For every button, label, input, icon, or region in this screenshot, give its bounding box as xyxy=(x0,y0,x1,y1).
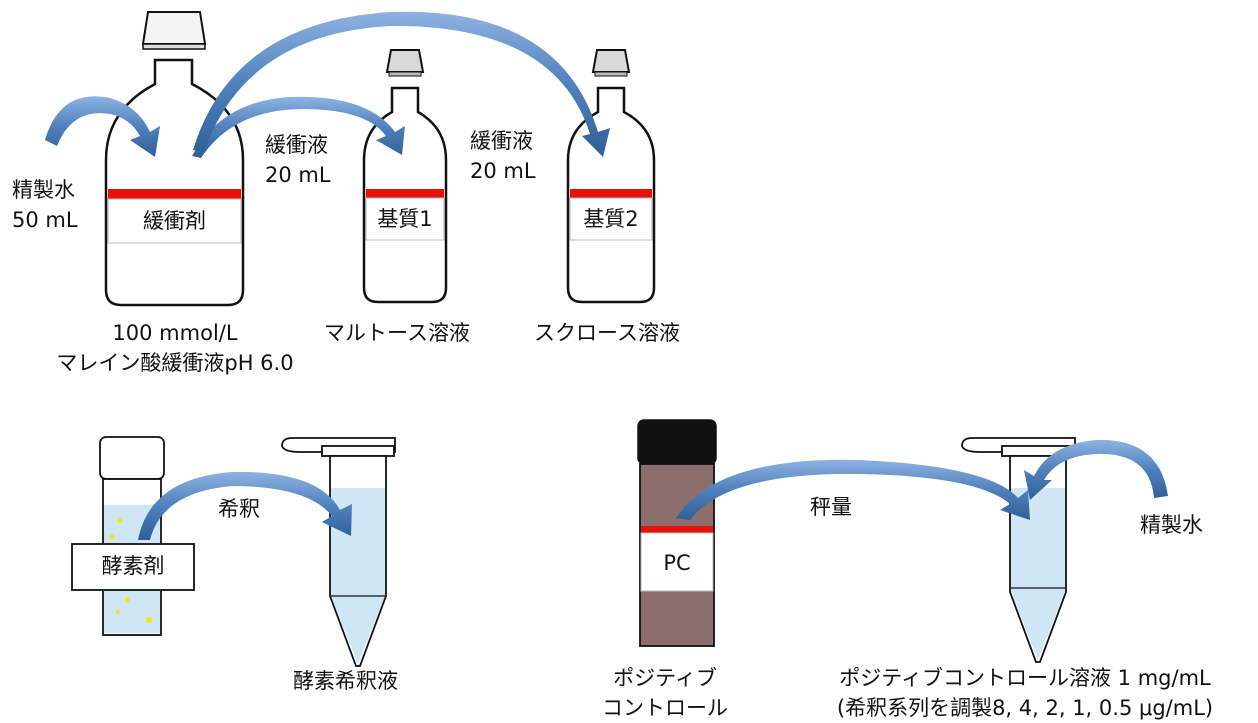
tube-icon xyxy=(281,437,396,667)
buffer-amount-label-1: 緩衝液 20 mL xyxy=(265,130,331,190)
buffer-amount-label-2: 緩衝液 20 mL xyxy=(470,126,536,186)
pc-caption: ポジティブ コントロール xyxy=(590,663,740,723)
water-label-line2: 50 mL xyxy=(12,208,78,232)
buffer-amount-label-2-line1: 緩衝液 xyxy=(470,129,533,153)
pc-solution-caption-line2: (希釈系列を調製8, 4, 2, 1, 0.5 μg/mL) xyxy=(836,696,1214,720)
tube-icon xyxy=(961,437,1076,663)
pc-vial-icon xyxy=(637,419,717,647)
substrate1-bottle-tag: 基質1 xyxy=(377,207,433,231)
pc-caption-line2: コントロール xyxy=(602,696,728,720)
buffer-bottle-tag: 緩衝剤 xyxy=(143,209,206,233)
pc-solution-caption: ポジティブコントロール溶液 1 mg/mL (希釈系列を調製8, 4, 2, 1… xyxy=(800,663,1250,723)
substrate1-bottle-icon xyxy=(362,49,448,304)
buffer-caption-line2: マレイン酸緩衝液pH 6.0 xyxy=(56,351,294,375)
enzyme-dilution-caption: 酵素希釈液 xyxy=(293,669,398,693)
enzyme-vial-tag: 酵素剤 xyxy=(101,554,165,578)
curved-arrow-icon xyxy=(138,471,352,540)
buffer-caption-line1: 100 mmol/L xyxy=(112,321,238,345)
water-label-right: 精製水 xyxy=(1140,513,1203,537)
buffer-amount-label-1-line2: 20 mL xyxy=(265,163,331,187)
buffer-amount-label-2-line2: 20 mL xyxy=(470,159,536,183)
pc-solution-caption-line1: ポジティブコントロール溶液 1 mg/mL xyxy=(839,666,1211,690)
pc-caption-line1: ポジティブ xyxy=(613,666,717,690)
enzyme-vial-icon xyxy=(71,436,195,636)
sucrose-caption: スクロース溶液 xyxy=(534,321,680,345)
buffer-amount-label-1-line1: 緩衝液 xyxy=(265,133,328,157)
pc-vial-tag: PC xyxy=(663,551,691,575)
dilute-label: 希釈 xyxy=(218,497,260,521)
weigh-label: 秤量 xyxy=(810,495,852,519)
buffer-caption: 100 mmol/L マレイン酸緩衝液pH 6.0 xyxy=(20,318,330,378)
curved-arrow-icon xyxy=(45,11,610,158)
buffer-bottle-icon xyxy=(104,11,245,307)
water-label: 精製水 50 mL xyxy=(12,175,78,235)
substrate2-bottle-tag: 基質2 xyxy=(583,207,639,231)
maltose-caption: マルトース溶液 xyxy=(324,321,470,345)
substrate2-bottle-icon xyxy=(566,49,656,304)
water-label-line1: 精製水 xyxy=(12,178,75,202)
curved-arrow-icon xyxy=(676,439,1168,520)
